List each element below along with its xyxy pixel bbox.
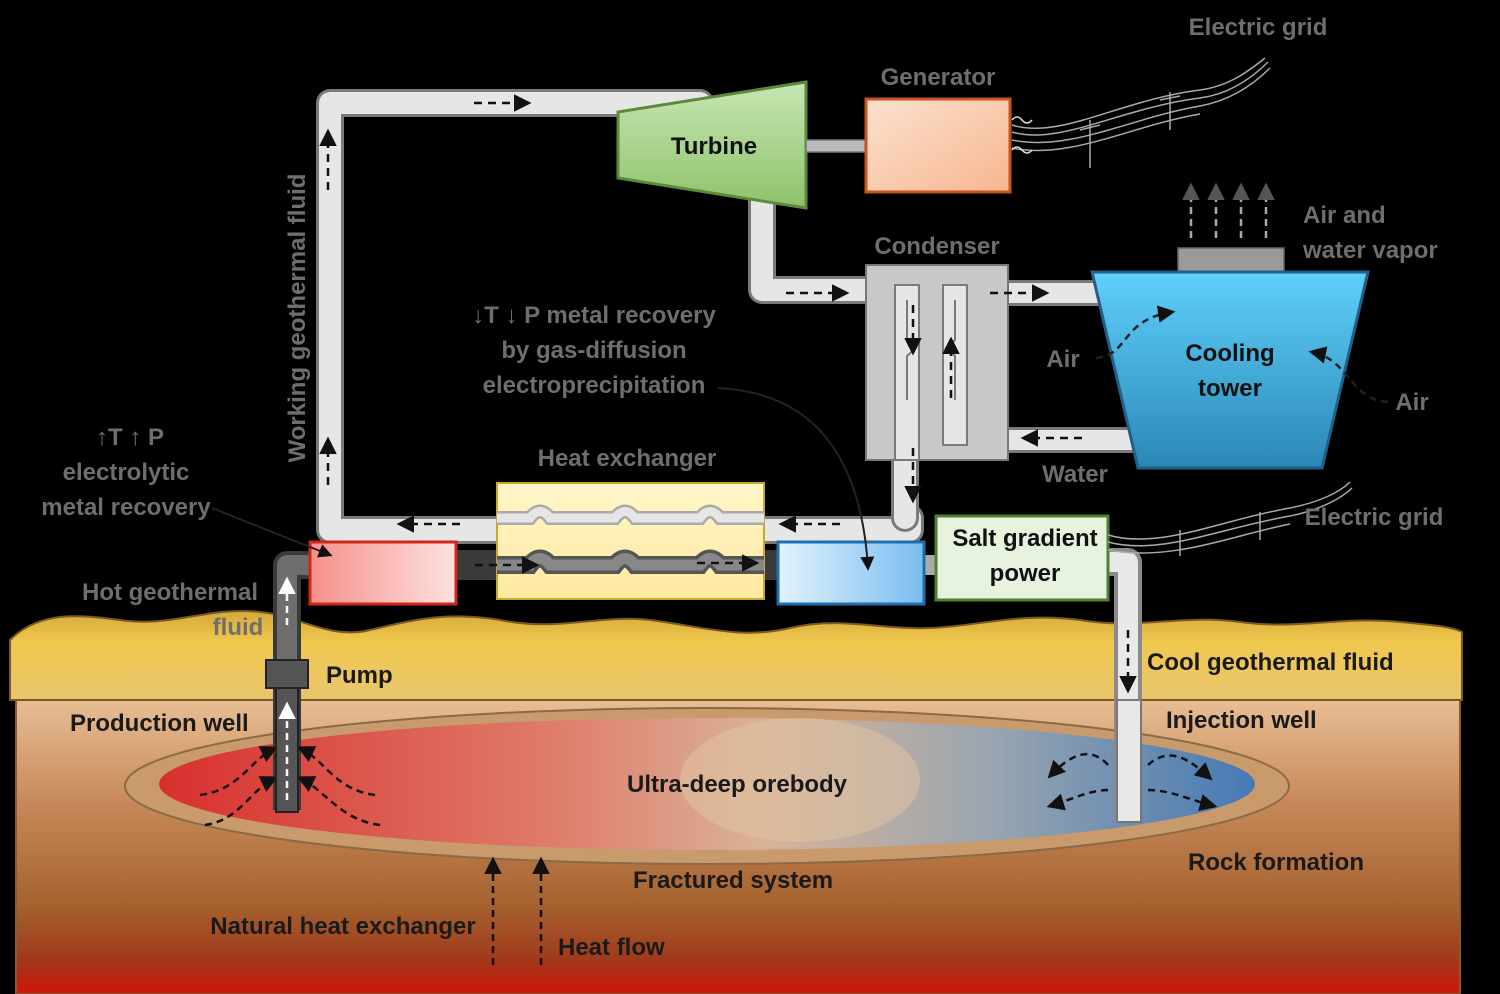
label-working-fluid: Working geothermal fluid bbox=[284, 174, 311, 463]
label-high-tp-2: electrolytic bbox=[63, 459, 190, 486]
label-generator: Generator bbox=[881, 64, 996, 91]
label-production-well: Production well bbox=[70, 710, 249, 737]
heat-exchanger bbox=[496, 482, 765, 600]
reservoir-flow-arrows bbox=[199, 746, 1218, 965]
label-electric-grid-right: Electric grid bbox=[1305, 504, 1444, 531]
label-pump: Pump bbox=[326, 662, 393, 689]
label-air-water-vapor-2: water vapor bbox=[1302, 237, 1438, 264]
pointer-lines bbox=[211, 387, 875, 571]
turbine-shaft bbox=[805, 139, 867, 153]
label-air-left: Air bbox=[1046, 346, 1079, 373]
flow-arrows-dark bbox=[319, 94, 1137, 694]
label-cool-fluid: Cool geothermal fluid bbox=[1147, 649, 1394, 676]
label-salt-gradient-1: Salt gradient bbox=[952, 525, 1097, 552]
generator bbox=[864, 97, 1012, 194]
label-natural-heat-exchanger: Natural heat exchanger bbox=[210, 913, 475, 940]
condenser bbox=[865, 264, 1009, 461]
label-hot-fluid-1: Hot geothermal bbox=[82, 579, 258, 606]
label-rock-formation: Rock formation bbox=[1188, 849, 1364, 876]
label-condenser: Condenser bbox=[874, 233, 999, 260]
label-electric-grid-top: Electric grid bbox=[1189, 14, 1328, 41]
label-air-water-vapor-1: Air and bbox=[1303, 202, 1386, 229]
label-water: Water bbox=[1042, 461, 1108, 488]
low-tp-recovery-unit bbox=[776, 540, 926, 606]
salt-gradient-unit bbox=[934, 514, 1110, 602]
orebody bbox=[124, 707, 1290, 865]
label-low-tp-2: by gas-diffusion bbox=[501, 337, 686, 364]
turbine bbox=[616, 80, 808, 210]
label-low-tp-3: electroprecipitation bbox=[483, 372, 706, 399]
label-high-tp-3: metal recovery bbox=[41, 494, 211, 521]
diagram-labels: Electric grid Generator Turbine Air and … bbox=[41, 14, 1443, 961]
electric-grid-right-lines bbox=[1107, 481, 1353, 556]
vapor-arrows bbox=[1182, 182, 1275, 238]
label-salt-gradient-2: power bbox=[990, 560, 1061, 587]
label-heat-exchanger: Heat exchanger bbox=[538, 445, 717, 472]
label-high-tp-1: ↑T ↑ P bbox=[96, 424, 164, 451]
label-cooling-tower-1: Cooling bbox=[1185, 340, 1274, 367]
label-cooling-tower-2: tower bbox=[1198, 375, 1262, 402]
production-well bbox=[275, 687, 299, 813]
label-heat-flow: Heat flow bbox=[558, 934, 665, 961]
electric-grid-top-lines bbox=[1011, 57, 1271, 168]
label-fractured-system: Fractured system bbox=[633, 867, 833, 894]
label-turbine: Turbine bbox=[671, 133, 757, 160]
soil-layer bbox=[9, 610, 1463, 701]
air-arrows bbox=[1095, 305, 1389, 404]
label-hot-fluid-2: fluid bbox=[213, 614, 264, 641]
injection-well bbox=[1116, 699, 1142, 823]
label-orebody: Ultra-deep orebody bbox=[627, 771, 848, 798]
label-air-right: Air bbox=[1395, 389, 1428, 416]
label-low-tp-1: ↓T ↓ P metal recovery bbox=[472, 302, 716, 329]
high-tp-recovery-unit bbox=[308, 540, 458, 606]
label-injection-well: Injection well bbox=[1166, 707, 1317, 734]
pump bbox=[265, 659, 309, 689]
